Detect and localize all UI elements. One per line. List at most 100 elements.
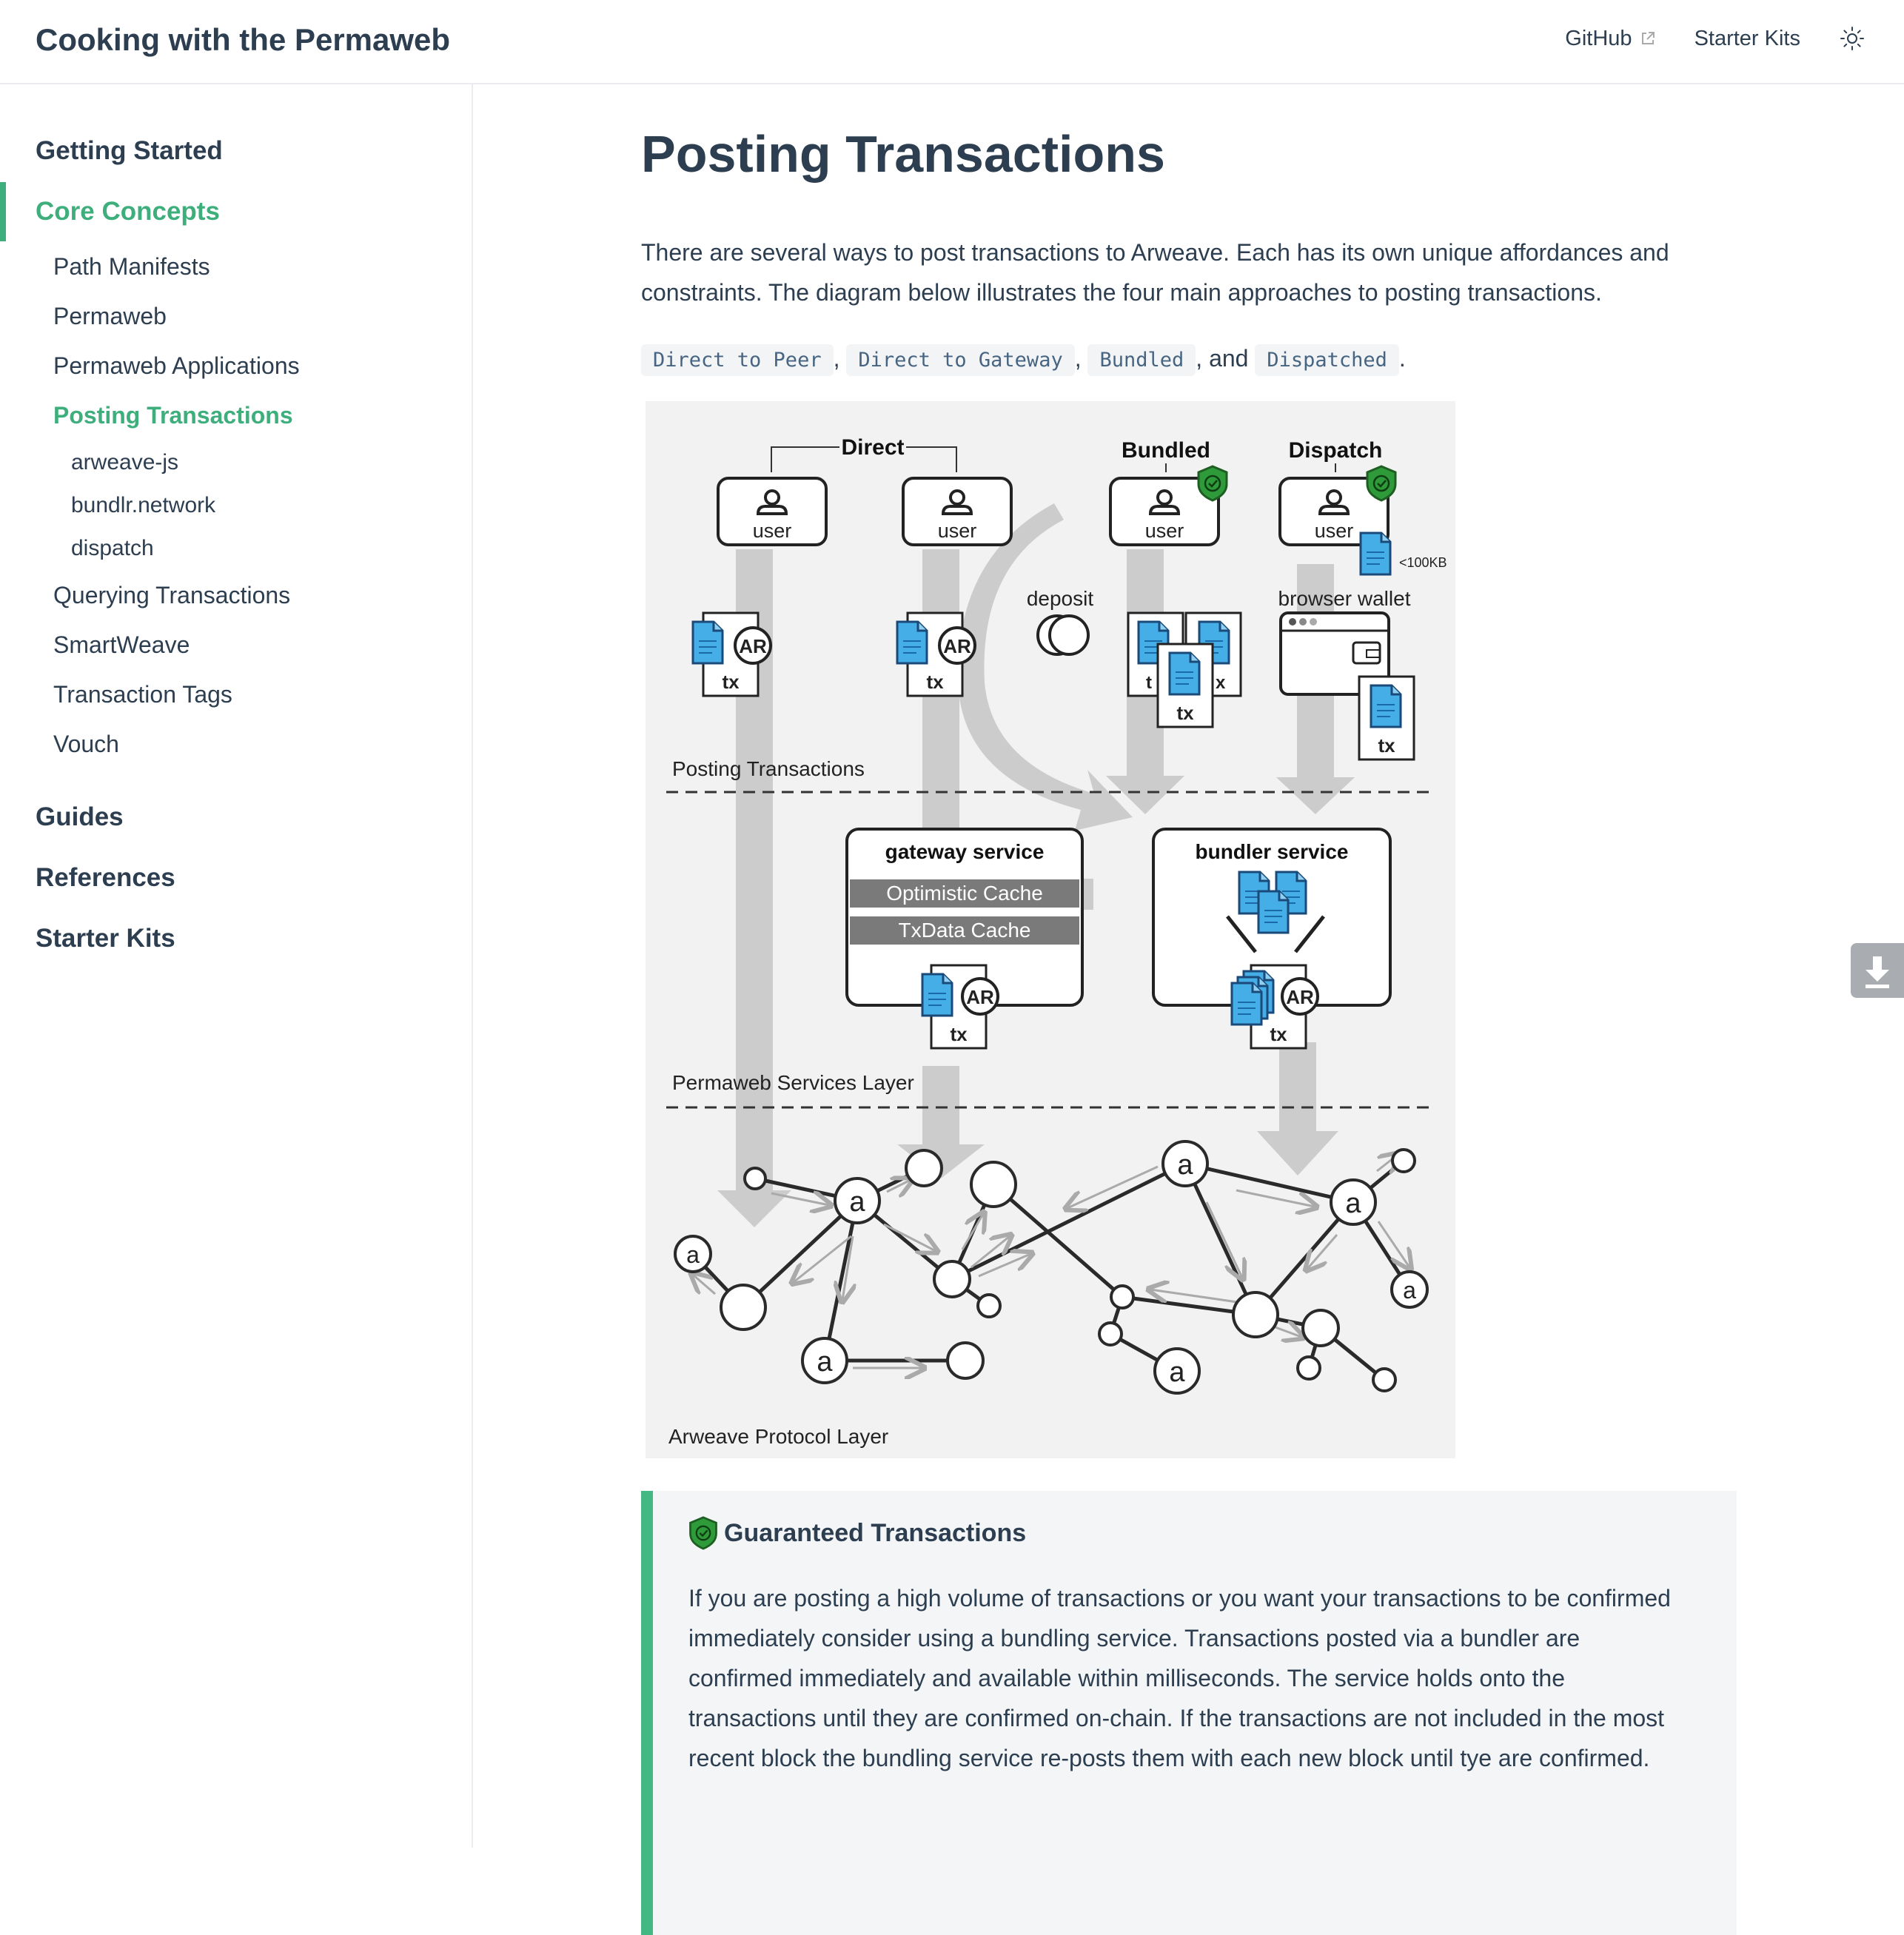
direct-bracket	[771, 446, 957, 472]
arweave-node: a	[1153, 1347, 1201, 1395]
download-button[interactable]	[1851, 943, 1904, 998]
separator: .	[1398, 345, 1406, 372]
arweave-node: a	[674, 1235, 712, 1273]
user-box-bundled: user	[1109, 477, 1220, 546]
nav-link-github[interactable]: GitHub	[1565, 27, 1655, 51]
svg-text:user: user	[1145, 520, 1184, 542]
bundler-service-box: bundler service AR tx	[1152, 828, 1392, 1050]
code-direct-to-gateway: Direct to Gateway	[846, 344, 1075, 376]
sidebar-item-dispatch[interactable]: dispatch	[71, 536, 154, 560]
sidebar-item-transaction-tags[interactable]: Transaction Tags	[53, 681, 232, 708]
sidebar-item-posting-transactions[interactable]: Posting Transactions	[53, 402, 293, 429]
tx-peer: AR tx	[691, 611, 772, 697]
sidebar-item-path-manifests[interactable]: Path Manifests	[53, 253, 210, 280]
svg-text:a: a	[1403, 1277, 1416, 1304]
arweave-network: a a a a a a a	[674, 1140, 1429, 1395]
document-icon	[1359, 531, 1392, 576]
svg-text:tx: tx	[1270, 1023, 1287, 1045]
posting-transactions-diagram: Direct Bundled Dispatch user user user u…	[646, 401, 1455, 1458]
label-dispatch: Dispatch	[1289, 438, 1383, 463]
guaranteed-transactions-callout: Guaranteed Transactions If you are posti…	[641, 1491, 1737, 1935]
callout-body: If you are posting a high volume of tran…	[688, 1585, 1671, 1771]
sidebar: Getting Started Core Concepts Path Manif…	[0, 84, 473, 1848]
svg-text:TxData Cache: TxData Cache	[899, 919, 1031, 942]
label-layer-posting: Posting Transactions	[672, 757, 865, 780]
svg-text:AR: AR	[943, 635, 971, 657]
svg-text:tx: tx	[722, 671, 740, 693]
gateway-service-box: gateway service Optimistic Cache TxData …	[845, 828, 1084, 1050]
tx-gateway: AR tx	[896, 611, 976, 697]
arweave-node: a	[1390, 1270, 1429, 1309]
svg-text:AR: AR	[966, 986, 994, 1008]
svg-text:a: a	[849, 1187, 865, 1218]
label-layer-services: Permaweb Services Layer	[672, 1071, 914, 1094]
label-bundled: Bundled	[1122, 438, 1210, 463]
sidebar-group-guides[interactable]: Guides	[36, 802, 124, 831]
label-deposit: deposit	[1027, 587, 1094, 610]
sidebar-item-smartweave[interactable]: SmartWeave	[53, 631, 190, 658]
page-title: Posting Transactions	[641, 125, 1165, 183]
tx-stack-bundled: t x tx	[1127, 611, 1242, 728]
svg-text:user: user	[1315, 520, 1354, 542]
svg-text:tx: tx	[1378, 734, 1395, 757]
svg-text:a: a	[1169, 1357, 1185, 1388]
sidebar-item-permaweb-applications[interactable]: Permaweb Applications	[53, 352, 300, 379]
svg-text:gateway service: gateway service	[885, 840, 1045, 863]
label-size-limit: <100KB	[1399, 555, 1447, 570]
separator: ,	[833, 345, 840, 372]
svg-text:a: a	[686, 1241, 700, 1268]
svg-text:a: a	[1345, 1188, 1361, 1219]
sidebar-item-bundlr-network[interactable]: bundlr.network	[71, 493, 216, 517]
arweave-node: a	[801, 1337, 848, 1384]
svg-text:tx: tx	[926, 671, 944, 693]
nav-link-label: Starter Kits	[1694, 26, 1800, 50]
svg-text:x: x	[1216, 673, 1226, 693]
arweave-node: a	[1161, 1140, 1209, 1187]
separator: , and	[1196, 345, 1249, 372]
nav-links: GitHub Starter Kits	[1565, 25, 1866, 52]
sidebar-item-permaweb[interactable]: Permaweb	[53, 303, 167, 329]
user-box-gateway: user	[902, 477, 1013, 546]
code-direct-to-peer: Direct to Peer	[641, 344, 834, 376]
svg-text:AR: AR	[739, 635, 767, 657]
sidebar-group-starter-kits[interactable]: Starter Kits	[36, 924, 175, 953]
svg-text:tx: tx	[950, 1023, 968, 1045]
sidebar-group-core-concepts[interactable]: Core Concepts	[36, 197, 220, 226]
user-box-dispatch: user	[1278, 477, 1390, 546]
callout-title: Guaranteed Transactions	[688, 1516, 1026, 1550]
sidebar-item-vouch[interactable]: Vouch	[53, 731, 119, 757]
svg-text:a: a	[817, 1347, 833, 1378]
shield-icon	[1197, 465, 1228, 502]
shield-check-icon	[689, 1516, 717, 1550]
label-layer-protocol: Arweave Protocol Layer	[668, 1425, 888, 1448]
download-icon	[1866, 956, 1889, 988]
svg-text:a: a	[1177, 1150, 1193, 1181]
shield-icon	[1366, 465, 1397, 502]
external-link-icon	[1641, 32, 1655, 44]
svg-text:bundler service: bundler service	[1196, 840, 1349, 863]
sidebar-item-querying-transactions[interactable]: Querying Transactions	[53, 582, 291, 608]
browser-wallet-icon	[1279, 611, 1390, 696]
theme-toggle-button[interactable]	[1839, 25, 1866, 52]
nav-link-starter-kits[interactable]: Starter Kits	[1695, 27, 1800, 51]
nav-link-label: GitHub	[1565, 26, 1632, 50]
svg-text:Optimistic Cache: Optimistic Cache	[886, 882, 1043, 905]
tx-dispatch: tx	[1358, 675, 1415, 761]
code-bundled: Bundled	[1087, 344, 1196, 376]
coin-icon	[1036, 614, 1090, 656]
svg-text:user: user	[938, 520, 977, 542]
intro-paragraph: There are several ways to post transacti…	[641, 239, 1669, 306]
site-title[interactable]: Cooking with the Permaweb	[36, 22, 451, 57]
sidebar-group-getting-started[interactable]: Getting Started	[36, 136, 223, 165]
svg-text:tx: tx	[1176, 702, 1194, 724]
user-box-peer: user	[717, 477, 828, 546]
sidebar-group-references[interactable]: References	[36, 863, 175, 892]
arweave-node: a	[834, 1177, 881, 1224]
svg-text:t: t	[1146, 673, 1152, 693]
svg-text:AR: AR	[1286, 986, 1314, 1008]
label-browser-wallet: browser wallet	[1278, 587, 1411, 610]
sidebar-item-arweave-js[interactable]: arweave-js	[71, 450, 179, 474]
callout-title-text: Guaranteed Transactions	[724, 1518, 1027, 1547]
svg-text:user: user	[753, 520, 792, 542]
methods-line: Direct to Peer, Direct to Gateway, Bundl…	[641, 339, 1406, 380]
